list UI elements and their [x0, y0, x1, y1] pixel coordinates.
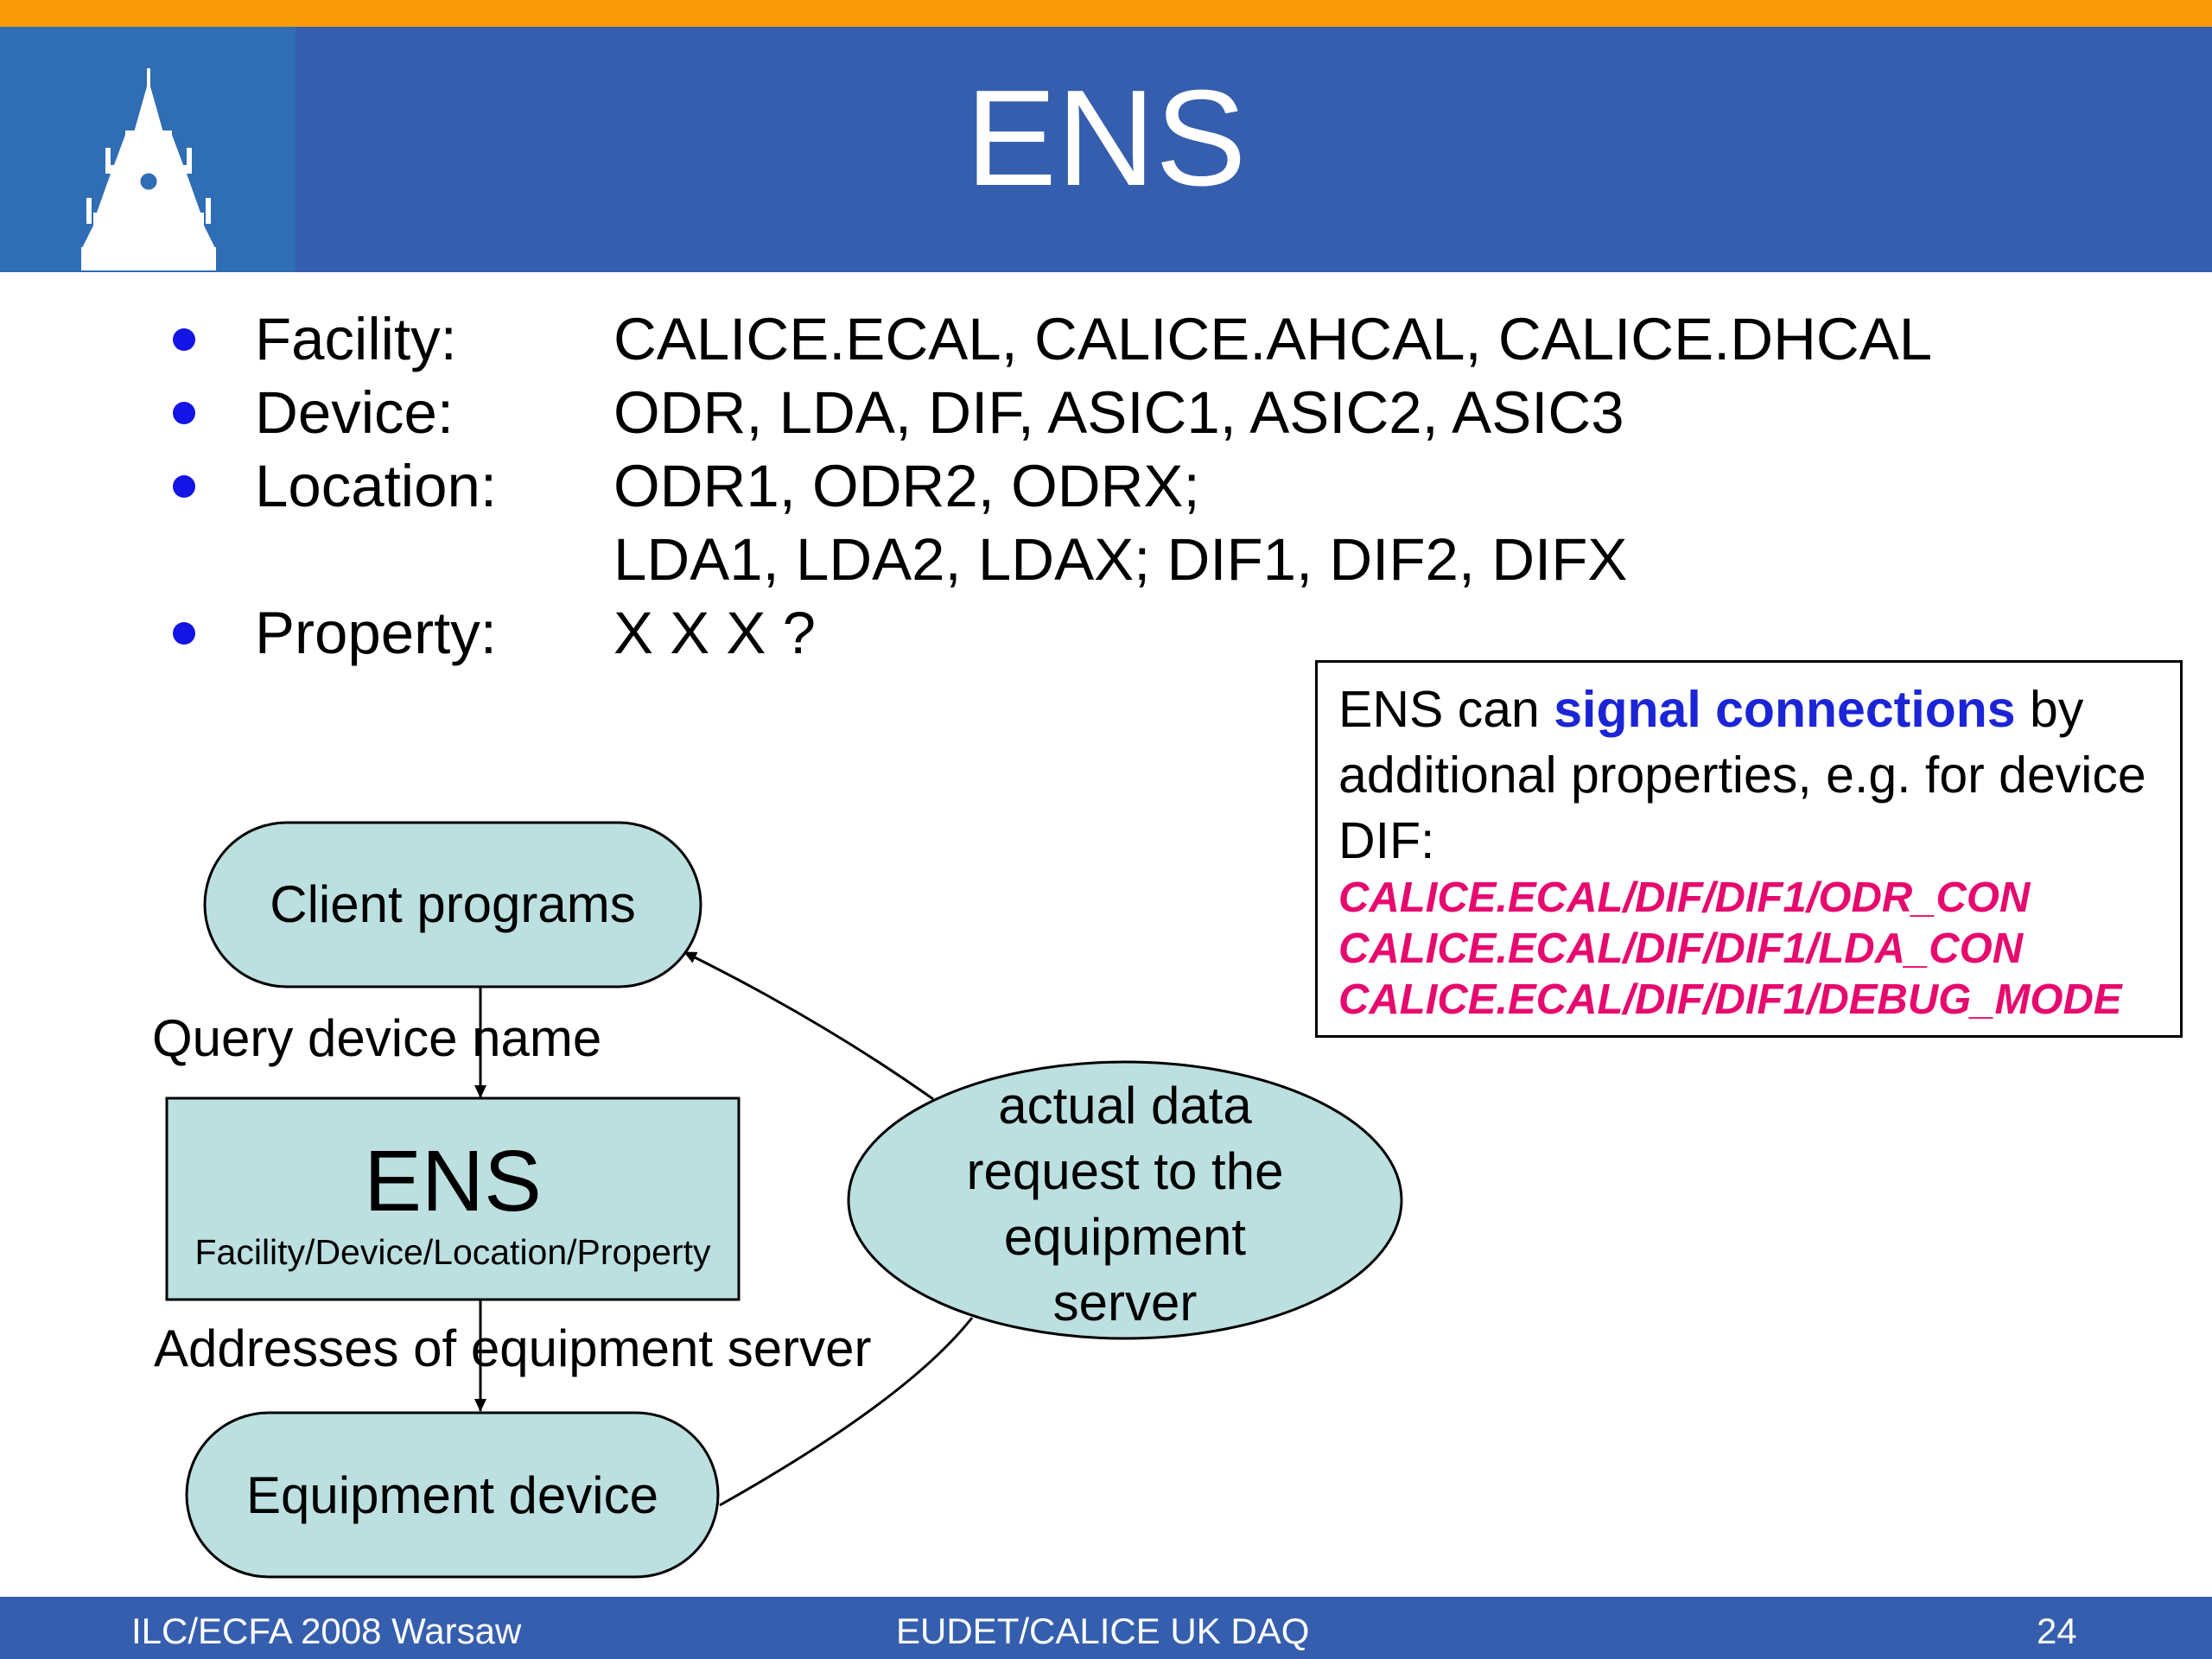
bullet-value: CALICE.ECAL, CALICE.AHCAL, CALICE.DHCAL	[613, 306, 1933, 372]
ens-signal-callout: ENS can signal connections by additional…	[1315, 660, 2183, 1038]
bullet-label: Facility:	[255, 306, 457, 372]
client-programs-node	[203, 821, 702, 988]
slide-title: ENS	[965, 62, 1247, 214]
callout-code: CALICE.ECAL/DIF/DIF1/ODR_CON	[1338, 874, 2031, 921]
tower-logo-icon	[81, 68, 216, 270]
equipment-to-request-link	[719, 1317, 974, 1507]
data-request-label: actual data request to the equipment ser…	[849, 1073, 1402, 1336]
footer-project: EUDET/CALICE UK DAQ	[896, 1611, 1310, 1651]
callout-text-after: by additional properties, e.g. for devic…	[1338, 681, 2146, 869]
data-request-line: actual data	[998, 1077, 1252, 1135]
footer-bar: ILC/ECFA 2008 Warsaw EUDET/CALICE UK DAQ…	[0, 1597, 2212, 1659]
data-request-line: equipment	[1003, 1208, 1247, 1266]
query-device-name-label: Query device name	[152, 1009, 602, 1067]
equipment-device-node	[185, 1411, 720, 1579]
bullet-value-continued: LDA1, LDA2, LDAX; DIF1, DIF2, DIFX	[613, 526, 1628, 593]
bullet-value: ODR1, ODR2, ODRX;	[613, 453, 1200, 519]
bullet-label: Property:	[255, 600, 497, 666]
logo-panel	[0, 27, 296, 272]
client-programs-label: Client programs	[270, 875, 636, 933]
callout-highlight: signal connections	[1554, 681, 2016, 738]
callout-text-before: ENS can	[1338, 681, 1554, 738]
ens-node-subtitle: Facility/Device/Location/Property	[194, 1232, 711, 1272]
bullet-dot-icon	[173, 475, 195, 498]
bullet-label: Device:	[255, 379, 454, 446]
title-banner	[0, 27, 2212, 272]
callout-code: CALICE.ECAL/DIF/DIF1/LDA_CON	[1338, 925, 2024, 972]
callout-code-list: CALICE.ECAL/DIF/DIF1/ODR_CON CALICE.ECAL…	[1338, 873, 2122, 1026]
bullet-dot-icon	[173, 328, 195, 351]
callout-text: ENS can signal connections by additional…	[1338, 677, 2168, 874]
top-accent-bar	[0, 0, 2212, 27]
footer-conference: ILC/ECFA 2008 Warsaw	[131, 1611, 522, 1651]
data-request-line: server	[1052, 1274, 1198, 1332]
addresses-label: Addresses of equipment server	[154, 1319, 872, 1377]
data-request-node	[847, 1060, 1403, 1340]
request-to-client-arrow	[683, 950, 934, 1101]
data-request-line: request to the	[966, 1142, 1284, 1200]
bullet-value: ODR, LDA, DIF, ASIC1, ASIC2, ASIC3	[613, 379, 1624, 446]
bullet-dot-icon	[173, 402, 195, 424]
bullet-dot-icon	[173, 622, 195, 645]
bullet-value: X X X ?	[613, 600, 816, 666]
bullet-label: Location:	[255, 453, 498, 519]
ens-node	[165, 1096, 741, 1301]
footer-page-number: 24	[2037, 1611, 2077, 1651]
callout-code: CALICE.ECAL/DIF/DIF1/DEBUG_MODE	[1338, 976, 2122, 1023]
equipment-device-label: Equipment device	[246, 1466, 658, 1524]
ens-node-title: ENS	[364, 1133, 542, 1230]
